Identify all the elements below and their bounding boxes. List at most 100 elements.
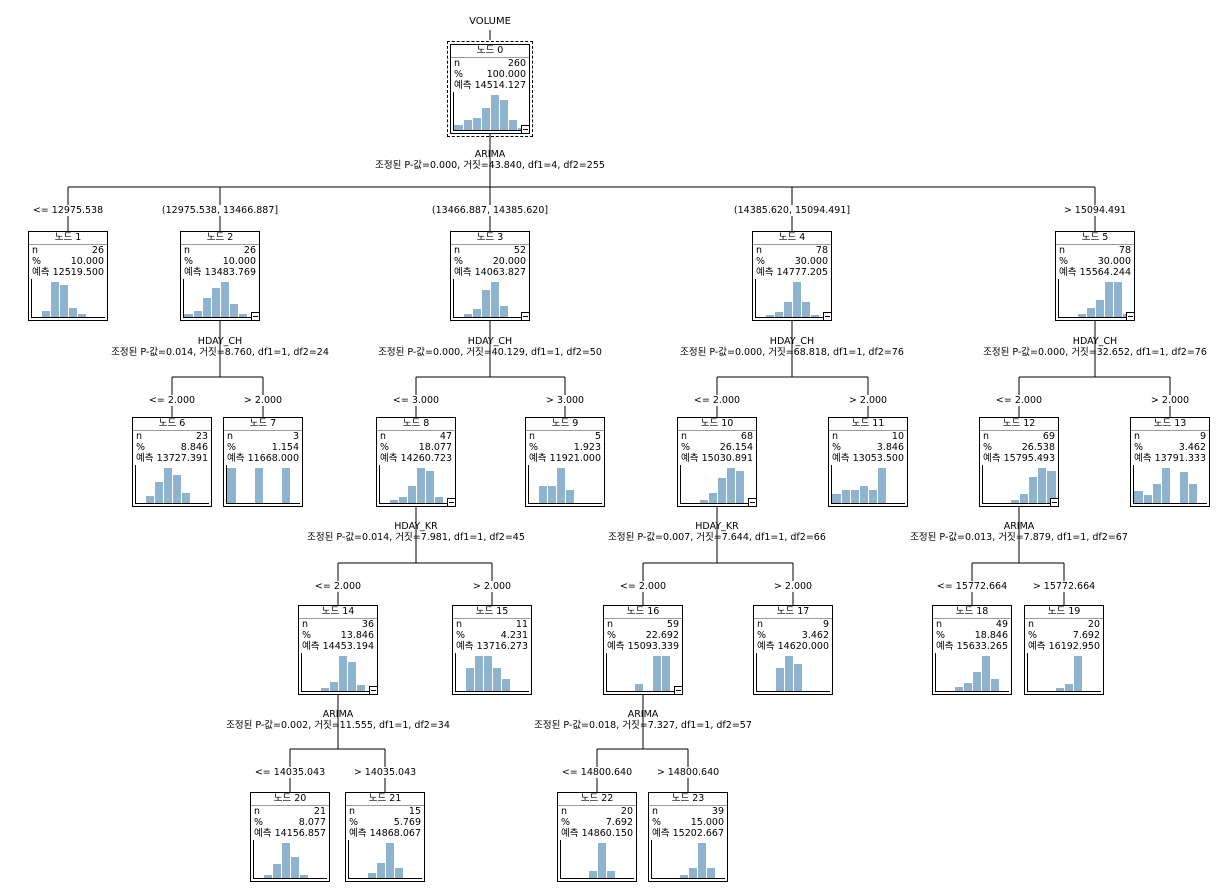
node-stat-row: %8.077	[251, 817, 329, 828]
branch-condition: <= 14800.640	[559, 767, 635, 778]
node-stat-label: 예측	[1028, 641, 1046, 652]
collapse-toggle-icon[interactable]	[251, 312, 260, 321]
split-statistic: 조정된 P-값=0.014, 거짓=8.760, df1=1, df2=24	[111, 347, 329, 358]
node-stat-label: n	[454, 245, 461, 256]
node-stat-label: 예측	[529, 453, 547, 464]
histogram-bar	[963, 683, 973, 691]
histogram-bar	[859, 485, 869, 503]
node-title: 노드 17	[754, 606, 832, 619]
histogram-bar	[1055, 687, 1065, 691]
branch-condition: > 15094.491	[1061, 205, 1129, 216]
node-stat-row: %22.692	[604, 630, 682, 641]
node-stat-label: %	[254, 817, 264, 828]
node-stat-row: %13.846	[299, 630, 377, 641]
histogram-bar	[991, 679, 1000, 691]
histogram-bar	[1064, 684, 1074, 691]
histogram-bar	[398, 497, 407, 503]
histogram-bar	[338, 656, 348, 691]
collapse-toggle-icon[interactable]	[447, 498, 456, 507]
node-stat-value: 10.000	[70, 256, 104, 267]
node-stat-value: 3.462	[801, 630, 829, 641]
histogram-bar	[376, 863, 386, 878]
node-stat-value: 13483.769	[204, 267, 256, 278]
node-stat-value: 14453.194	[322, 641, 374, 652]
node-stat-row: %20.000	[451, 256, 529, 267]
collapse-toggle-icon[interactable]	[1050, 498, 1059, 507]
node-stat-label: 예측	[983, 453, 1001, 464]
histogram-bar	[1029, 476, 1038, 503]
histogram-bar	[727, 468, 736, 503]
histogram-bar	[357, 685, 366, 691]
node-stat-label: %	[983, 442, 993, 453]
node-stat-value: 12519.500	[52, 267, 104, 278]
node-title: 노드 22	[558, 793, 636, 806]
node-stat-label: 예측	[349, 828, 367, 839]
collapse-toggle-icon[interactable]	[1126, 312, 1135, 321]
node-stat-value: 15202.667	[672, 828, 724, 839]
collapse-toggle-icon[interactable]	[521, 125, 530, 134]
node-stat-label: 예측	[832, 453, 850, 464]
collapse-toggle-icon[interactable]	[369, 686, 378, 695]
node-stat-label: %	[681, 442, 691, 453]
collapse-toggle-icon[interactable]	[521, 312, 530, 321]
node-stat-value: 36	[361, 619, 374, 630]
histogram-bar	[500, 100, 509, 130]
node-stat-value: 10.000	[222, 256, 256, 267]
node-histogram	[935, 653, 1009, 692]
histogram-bar	[282, 468, 291, 503]
histogram-bar	[538, 485, 547, 503]
node-stat-row: %3.462	[1131, 442, 1209, 453]
histogram-bar	[708, 493, 718, 503]
node-stat-value: 21	[313, 806, 326, 817]
node-stat-value: 15564.244	[1079, 267, 1131, 278]
split-statistic: 조정된 P-값=0.013, 거짓=7.879, df1=1, df2=67	[910, 532, 1128, 543]
node-title: 노드 16	[604, 606, 682, 619]
collapse-toggle-icon[interactable]	[823, 312, 832, 321]
node-title: 노드 18	[933, 606, 1011, 619]
node-histogram	[831, 465, 905, 504]
split-statistic: 조정된 P-값=0.000, 거짓=43.840, df1=4, df2=255	[375, 160, 605, 171]
histogram-bar	[50, 282, 59, 317]
collapse-toggle-icon[interactable]	[748, 498, 757, 507]
node-stat-value: 15	[408, 806, 421, 817]
split-variable: HDAY_CH	[197, 336, 243, 347]
histogram-bar	[239, 313, 248, 317]
node-stat-label: 예측	[1059, 267, 1077, 278]
node-stat-label: %	[756, 256, 766, 267]
collapse-toggle-icon[interactable]	[674, 686, 683, 695]
histogram-bar	[878, 468, 887, 503]
node-stat-value: 52	[513, 245, 526, 256]
node-stat-value: 20	[1087, 619, 1100, 630]
node-histogram	[982, 465, 1056, 504]
node-stat-value: 16192.950	[1048, 641, 1100, 652]
